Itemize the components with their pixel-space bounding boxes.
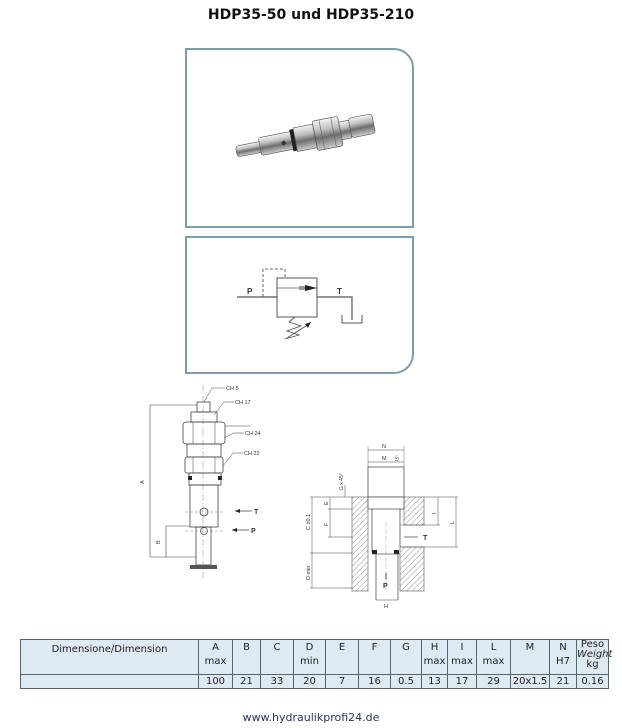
cell-g: 0.5 xyxy=(390,674,422,689)
cell-h: 13 xyxy=(421,674,448,689)
cell-d: 20 xyxy=(293,674,326,689)
port-t-label: T xyxy=(337,287,342,296)
col-g: G xyxy=(390,639,422,675)
ch5-label: CH 5 xyxy=(226,386,239,392)
table-row: 100 21 33 20 7 16 0.5 13 17 29 20x1.5 21… xyxy=(20,674,609,689)
dim-i-label: I xyxy=(432,512,438,514)
dim-h-label: H xyxy=(384,604,388,610)
cavity-t-label: T xyxy=(423,535,428,542)
col-e: E xyxy=(325,639,359,675)
cell-f: 16 xyxy=(358,674,391,689)
valve-t-label: T xyxy=(254,509,259,516)
dim-m-label: M xyxy=(382,456,387,462)
dim-e-label: E xyxy=(324,501,330,505)
dim-g-label: G x 45° xyxy=(339,473,345,490)
cell-l: 29 xyxy=(476,674,511,689)
page-title: HDP35-50 und HDP35-210 xyxy=(207,7,415,23)
ch22-label: CH 22 xyxy=(244,451,260,457)
ch24-label: CH 24 xyxy=(245,431,261,437)
hydraulic-symbol-panel: P T xyxy=(185,236,414,374)
col-weight: Peso Weight kg xyxy=(576,639,612,675)
col-c: C xyxy=(260,639,294,675)
dim-angle-label: 15° xyxy=(394,454,400,462)
dim-a-label: A xyxy=(140,480,146,484)
cavity-dimension-drawing: N M 15° P H T G x 45° E C ±0.1 F D min I… xyxy=(306,444,458,610)
col-b: B xyxy=(232,639,261,675)
relief-valve-symbol: P T xyxy=(237,268,363,340)
cell-a: 100 xyxy=(198,674,233,689)
cell-b: 21 xyxy=(232,674,261,689)
row-label-empty xyxy=(20,674,199,689)
ch17-label: CH 17 xyxy=(235,400,251,406)
dim-d-label: D min xyxy=(306,566,312,580)
valve-dimension-drawing: A B CH 5 CH 17 CH 24 CH 22 T P xyxy=(140,385,261,578)
dim-l-label: L xyxy=(450,521,456,524)
dim-f-label: F xyxy=(324,522,330,526)
cell-weight: 0.16 xyxy=(576,674,609,689)
col-m: M xyxy=(510,639,550,675)
website-link[interactable]: www.hydraulikprofi24.de xyxy=(242,711,380,724)
dim-n-label: N xyxy=(382,444,386,450)
dim-b-label: B xyxy=(156,540,162,544)
cell-n: 21 xyxy=(549,674,577,689)
cell-c: 33 xyxy=(260,674,294,689)
dim-c-label: C ±0.1 xyxy=(306,514,312,530)
valve-cartridge-photo xyxy=(235,113,376,157)
valve-p-label: P xyxy=(251,528,256,535)
cell-i: 17 xyxy=(447,674,477,689)
cell-m: 20x1.5 xyxy=(510,674,550,689)
product-photo-panel xyxy=(185,48,414,228)
cavity-p-label: P xyxy=(383,583,388,590)
port-p-label: P xyxy=(247,287,253,296)
cell-e: 7 xyxy=(325,674,359,689)
col-f: F xyxy=(358,639,391,675)
header-dimension-label: Dimensione/Dimension xyxy=(20,639,199,675)
